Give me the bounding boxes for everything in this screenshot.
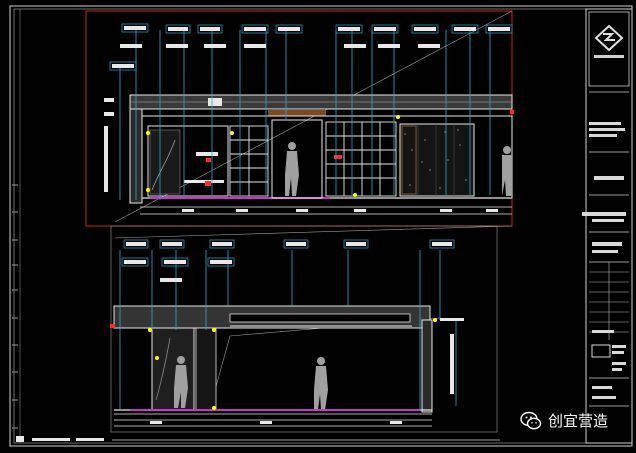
upper-elevation xyxy=(85,10,514,239)
viewport-border-lower xyxy=(110,225,498,433)
human-figure-icon-4 xyxy=(314,357,328,410)
watermark: 创宜营造 xyxy=(520,410,608,431)
human-figure-icon-2 xyxy=(502,146,512,196)
watermark-text: 创宜营造 xyxy=(548,412,609,430)
human-figure-icon xyxy=(285,142,299,196)
lower-elevation xyxy=(110,225,500,441)
company-logo-icon xyxy=(594,24,624,58)
human-figure-icon-3 xyxy=(174,356,188,408)
wechat-icon xyxy=(520,411,542,429)
title-block xyxy=(582,8,633,444)
left-margin-marks xyxy=(12,184,18,429)
sheet-footer xyxy=(16,436,104,442)
